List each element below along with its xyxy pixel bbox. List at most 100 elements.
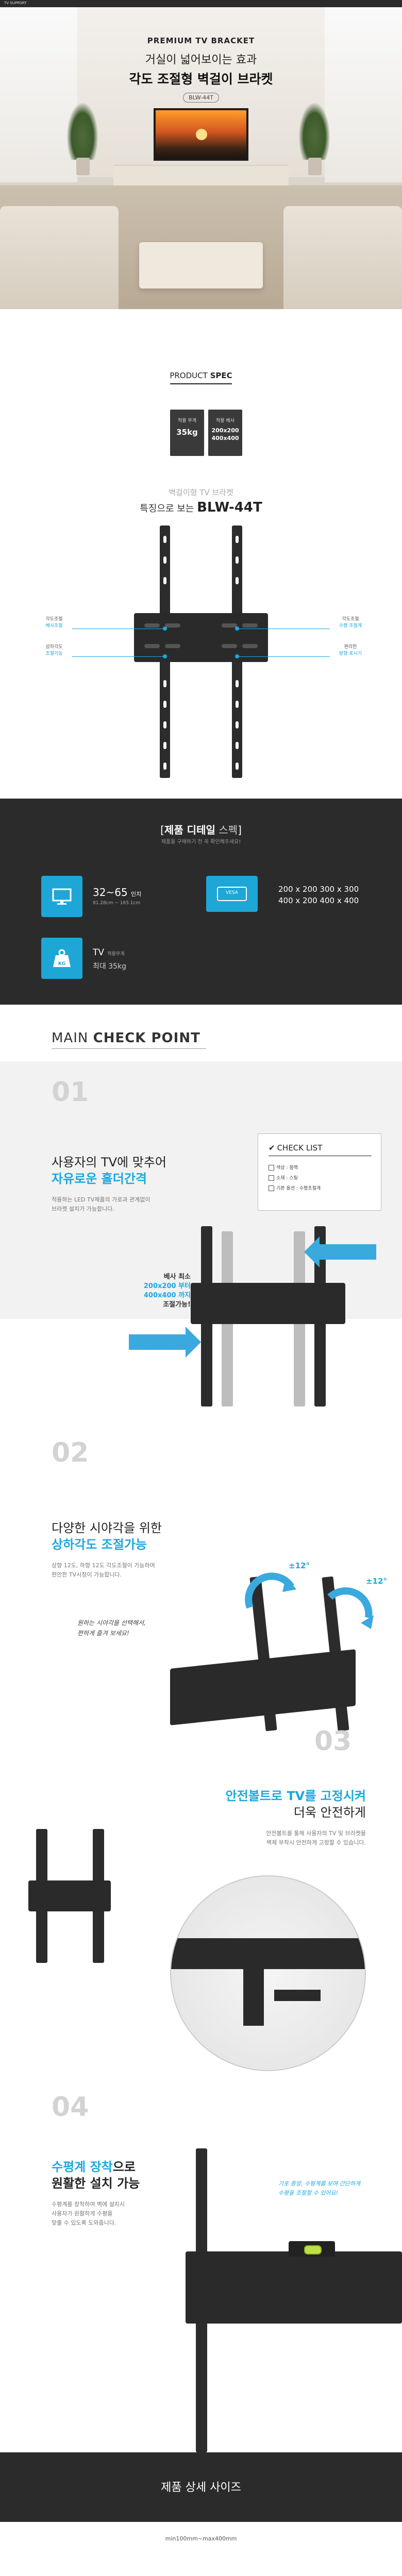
- point-04-heading-blue: 수평계 장착: [52, 2160, 113, 2174]
- hero-title-ko2: 각도 조절형 벽걸이 브라켓: [129, 72, 273, 87]
- callout-left-1-b: 베사조절: [45, 623, 63, 629]
- point-03-desc: 안전볼트를 통해 사용자의 TV 및 브라켓을 벽체 부착시 안전하게 고정할 …: [196, 1829, 366, 1848]
- hero-coffee-table: [139, 242, 263, 289]
- detail-size-value: 32~65: [93, 886, 128, 899]
- spec-heading-bold: SPEC: [210, 371, 232, 380]
- detail-weight-value: 최대 35kg: [93, 962, 127, 971]
- callout-right-2-a: 편리한: [344, 645, 357, 650]
- detail-title-close: ]: [238, 824, 242, 836]
- spec-box-weight: 적용 무게 35kg: [170, 410, 204, 456]
- point-04-desc: 수평계를 장착하여 벽에 설치시 사용자가 원활하게 수평을 맞출 수 있도록 …: [52, 2200, 125, 2228]
- point-04-heading-rest: 으로: [112, 2160, 136, 2174]
- hero-plant-left: [67, 103, 98, 175]
- point-02-heading-1: 다양한 시야각을 위한: [52, 1521, 162, 1535]
- spec-box-vesa: 적용 베사 200x200 400x400: [208, 410, 242, 456]
- vesa-badge-text: VESA: [226, 890, 238, 895]
- detail-title: [제품 디테일 스펙]: [0, 822, 402, 837]
- point-04-desc-2: 사용자가 원활하게 수평을: [52, 2210, 113, 2217]
- rotate-arrow-icon-right: [327, 1587, 374, 1629]
- point-04-handwritten-note: 기포 중앙, 수평계를 보며 간단하게 수평을 조절할 수 있어요!: [278, 2179, 360, 2198]
- callout-left-2: 상하각도 조절기능: [36, 644, 72, 657]
- size-dimension-label: min100mm~max400mm: [165, 2535, 237, 2542]
- spec-box-weight-label: 적용 무게: [178, 418, 196, 423]
- check-list-box: CHECK LIST 색상 : 블랙 소재 : 스틸 기본 옵션 : 수평조절계: [258, 1133, 381, 1211]
- point-01-desc: 적용하는 LED TV제품의 가로과 관계없이 브라켓 설치가 가능합니다.: [52, 1195, 150, 1214]
- monitor-icon: [41, 876, 82, 917]
- point-01-heading-1: 사용자의 TV에 맞추어: [52, 1155, 166, 1170]
- spec-box-vesa-value1: 200x200: [211, 427, 239, 434]
- top-bar-label: TV SUPPORT: [4, 1, 27, 5]
- hero-window-right: [325, 7, 402, 182]
- callout-dot-left1: [163, 626, 167, 631]
- bracket-wall-plate: [134, 613, 268, 662]
- check-list-item-color: 색상 : 블랙: [269, 1164, 298, 1171]
- point-01-number: 01: [52, 1077, 89, 1108]
- point-02-number: 02: [52, 1437, 89, 1468]
- spec-box-vesa-value2: 400x400: [211, 435, 239, 442]
- hero-tv: [154, 108, 248, 161]
- detail-weight: TV 적용무게 최대 35kg: [93, 945, 126, 971]
- point-02-angle-1: ±12°: [289, 1561, 310, 1570]
- point-01-vesa-note: 베사 최소 200x200 부터 400x400 까지 조절가능!: [119, 1273, 191, 1310]
- spec-subtitle-model: BLW-44T: [197, 500, 262, 515]
- callout-left-2-b: 조절기능: [45, 651, 63, 656]
- point-01-plate: [191, 1283, 345, 1324]
- point-01-vesa-note-2: 200x200 부터: [143, 1282, 191, 1290]
- spec-boxes: 적용 무게 35kg 적용 베사 200x200 400x400: [170, 410, 242, 456]
- detail-size-sub: 81.28cm ~ 165.1cm: [93, 901, 141, 906]
- main-check-point-section: MAIN CHECK POINT 01 CHECK LIST 색상 : 블랙 소…: [0, 1005, 402, 2452]
- spec-heading-thin: PRODUCT: [170, 371, 208, 380]
- point-01-vesa-note-3: 400x400 까지: [143, 1292, 191, 1299]
- point-01-vesa-note-4: 조절가능!: [163, 1301, 191, 1309]
- spec-box-weight-value: 35kg: [176, 428, 198, 437]
- rotate-arrow-icon-left: [245, 1572, 296, 1609]
- hero-titles: PREMIUM TV BRACKET 거실이 넓어보이는 효과 각도 조절형 벽…: [0, 36, 402, 103]
- detail-title-bold: 제품 디테일: [164, 824, 215, 836]
- size-title: 제품 상세 사이즈: [161, 2481, 241, 2494]
- callout-left-1-a: 각도조절: [45, 617, 63, 622]
- detail-vesa-line2: 400 x 200 400 x 400: [278, 896, 359, 905]
- hero-title-en: PREMIUM TV BRACKET: [147, 36, 255, 45]
- detail-vesa-line1: 200 x 200 300 x 300: [278, 885, 359, 894]
- weight-icon: KG: [41, 938, 82, 979]
- point-04-plate: [186, 2251, 402, 2324]
- point-02-handwritten-note: 원하는 시야각을 선택해서, 편하게 즐겨 보세요!: [77, 1618, 146, 1638]
- check-title-thin: MAIN: [52, 1030, 89, 1046]
- point-03-desc-2: 벽체 부착시 안전하게 고정할 수 있습니다.: [266, 1839, 366, 1846]
- hero-window-left: [0, 7, 77, 182]
- point-04-desc-1: 수평계를 장착하여 벽에 설치시: [52, 2201, 125, 2208]
- size-diagram-area: min100mm~max400mm: [0, 2522, 402, 2576]
- point-04-number: 04: [52, 2092, 89, 2123]
- point-03-number: 03: [314, 1726, 352, 1757]
- weight-icon-text: KG: [58, 961, 66, 967]
- point-03-desc-1: 안전볼트를 통해 사용자의 TV 및 브라켓을: [266, 1830, 366, 1837]
- point-03-heading: 안전볼트로 TV를 고정시켜 더욱 안전하게: [170, 1788, 366, 1821]
- hero-plant-right: [299, 103, 330, 175]
- check-title-bold: CHECK POINT: [93, 1030, 200, 1046]
- point-04-desc-3: 맞출 수 있도록 도와줍니다.: [52, 2219, 116, 2226]
- point-01-heading: 사용자의 TV에 맞추어 자유로운 홀더간격: [52, 1154, 166, 1187]
- point-01-vesa-note-1: 베사 최소: [163, 1273, 191, 1281]
- hero-title-ko1: 거실이 넓어보이는 효과: [145, 54, 257, 66]
- point-03-plate: [28, 1880, 111, 1911]
- callout-right-2: 편리한 방향 표시기: [330, 644, 371, 657]
- product-spec-section: PRODUCT SPEC 적용 무게 35kg 적용 베사 200x200 40…: [0, 309, 402, 799]
- point-03-heading-2: 더욱 안전하게: [293, 1805, 366, 1820]
- point-04-heading-2: 원활한 설치 가능: [52, 2176, 140, 2191]
- callout-right-1-a: 각도조절: [342, 617, 359, 622]
- check-list-item-material: 소재 : 스틸: [269, 1174, 298, 1181]
- point-02-angle-2: ±12°: [366, 1577, 387, 1586]
- callout-right-1: 각도조절 수평 조절계: [330, 616, 371, 630]
- product-detail-section: [제품 디테일 스펙] 제품을 구매하기 전 꼭 확인해주세요! 32~65 인…: [0, 799, 402, 1005]
- detail-size: 32~65 인치 81.28cm ~ 165.1cm: [93, 886, 141, 906]
- hero-cabinet: [113, 165, 289, 185]
- point-01-heading-2: 자유로운 홀더간격: [52, 1172, 147, 1186]
- check-list-title: CHECK LIST: [269, 1143, 323, 1153]
- callout-left-2-a: 상하각도: [45, 645, 63, 650]
- detail-size-unit: 인치: [131, 891, 142, 897]
- spec-subtitle-prefix: 특징으로 보는: [140, 503, 194, 514]
- point-01-desc-1: 적용하는 LED TV제품의 가로과 관계없이: [52, 1196, 150, 1203]
- callout-left-1: 각도조절 베사조절: [36, 616, 72, 630]
- point-02-desc-1: 상향 12도, 하향 12도 각도조절이 가능하여: [52, 1562, 155, 1569]
- point-02-hand-1: 원하는 시야각을 선택해서,: [77, 1619, 146, 1626]
